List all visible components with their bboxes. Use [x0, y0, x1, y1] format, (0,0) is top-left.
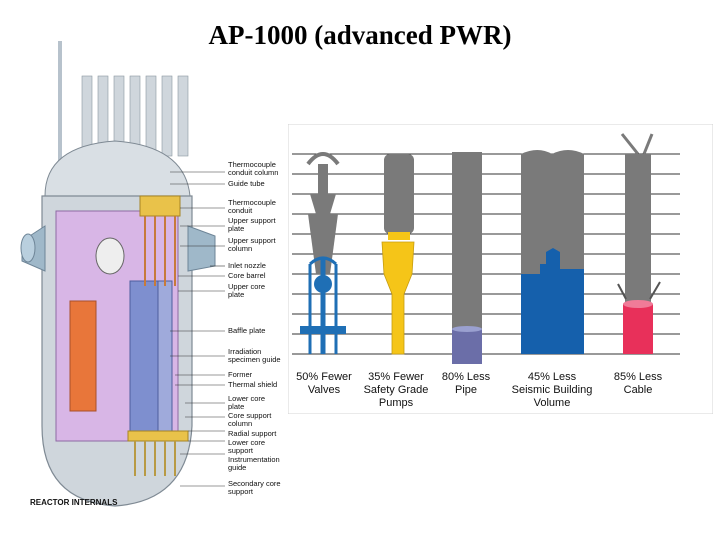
reactor-vessel-illustration [20, 41, 216, 507]
label-core-support-column-l2: column [228, 419, 252, 428]
pump-icon [381, 154, 415, 355]
valve-icon [300, 152, 346, 354]
cable-caption-l1: 85% Less [614, 371, 663, 383]
label-core-support-column-l1: Core support [228, 411, 272, 420]
label-thermocouple-conduit-l1: Thermocouple [228, 198, 276, 207]
pumps-caption-l3: Pumps [379, 397, 414, 409]
cable-caption-l2: Cable [624, 384, 653, 396]
leader-lines [170, 171, 225, 487]
valves-comparison [300, 152, 346, 354]
building-comparison [521, 150, 584, 354]
building-icon [521, 150, 584, 354]
label-upper-support-column-l2: column [228, 244, 252, 253]
label-thermocouple-column-l1: Thermocouple [228, 160, 276, 169]
rule-lines [292, 153, 680, 355]
cable-comparison [617, 133, 661, 354]
pumps-comparison [381, 154, 415, 355]
label-secondary-core-support-l2: support [228, 487, 254, 496]
label-baffle-plate: Baffle plate [228, 326, 265, 335]
label-lower-core-plate-l2: plate [228, 402, 244, 411]
label-lower-core-support-l1: Lower core [228, 438, 265, 447]
building-caption-l1: 45% Less [528, 371, 577, 383]
label-upper-support-plate-l2: plate [228, 224, 244, 233]
reactor-internals-caption: REACTOR INTERNALS [30, 498, 118, 507]
pipe-icon [452, 152, 482, 364]
cable-icon [617, 133, 661, 354]
label-core-barrel: Core barrel [228, 271, 266, 280]
label-lower-core-plate-l1: Lower core [228, 394, 265, 403]
label-upper-core-plate-l2: plate [228, 290, 244, 299]
pumps-caption-l2: Safety Grade [364, 384, 429, 396]
label-instrumentation-guide-l2: guide [228, 463, 246, 472]
label-lower-core-support-l2: support [228, 446, 254, 455]
label-irradiation-guide-l2: specimen guide [228, 355, 281, 364]
pipe-caption-l2: Pipe [455, 384, 477, 396]
label-thermocouple-column-l2: conduit column [228, 168, 278, 177]
label-thermal-shield: Thermal shield [228, 380, 277, 389]
label-upper-support-plate-l1: Upper support [228, 216, 276, 225]
label-thermocouple-conduit-l2: conduit [228, 206, 253, 215]
label-instrumentation-guide-l1: Instrumentation [228, 455, 280, 464]
label-upper-core-plate-l1: Upper core [228, 282, 265, 291]
building-caption-l3: Volume [534, 397, 571, 409]
pumps-caption-l1: 35% Fewer [368, 371, 424, 383]
label-former: Former [228, 370, 253, 379]
building-caption-l2: Seismic Building [512, 384, 593, 396]
pipe-caption-l1: 80% Less [442, 371, 491, 383]
label-inlet-nozzle: Inlet nozzle [228, 261, 266, 270]
label-guide-tube: Guide tube [228, 179, 265, 188]
pipe-comparison [452, 152, 482, 364]
slide-title: AP-1000 (advanced PWR) [208, 20, 512, 50]
valves-caption-l2: Valves [308, 384, 341, 396]
label-radial-support: Radial support [228, 429, 277, 438]
valves-caption-l1: 50% Fewer [296, 371, 352, 383]
label-secondary-core-support-l1: Secondary core [228, 479, 281, 488]
label-irradiation-guide-l1: Irradiation [228, 347, 261, 356]
label-upper-support-column-l1: Upper support [228, 236, 276, 245]
